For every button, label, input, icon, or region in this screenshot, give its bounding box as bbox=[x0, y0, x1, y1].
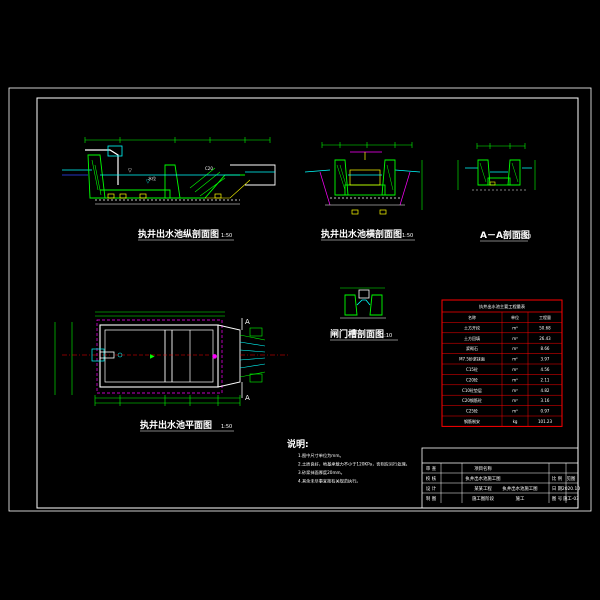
table-cell: 3.97 bbox=[541, 357, 550, 362]
quantity-table-title: 执井出水池主要工程量表 bbox=[479, 303, 526, 310]
title-block-cell: 执井出水池施工图 bbox=[502, 485, 538, 492]
title-block-cell: 设 计 bbox=[426, 485, 437, 492]
svg-text:▽: ▽ bbox=[146, 179, 150, 185]
table-cell: m² bbox=[512, 357, 518, 362]
detail-b-view: 闸门槽剖面图 1:10 bbox=[330, 287, 398, 341]
table-cell: 浆砌石 bbox=[466, 345, 478, 351]
table-cell: 101.23 bbox=[538, 419, 552, 424]
table-cell: 0.97 bbox=[541, 409, 550, 414]
title-block-cell: 执井出水池施工图 bbox=[465, 475, 501, 482]
title-block-cell: 日 期 bbox=[552, 486, 563, 492]
plan-scale: 1:50 bbox=[221, 424, 232, 430]
table-cell: m³ bbox=[512, 336, 518, 341]
svg-text:水位: 水位 bbox=[148, 175, 156, 181]
table-cell: m³ bbox=[512, 346, 518, 351]
title-block-cell: 施工图阶段 bbox=[472, 495, 495, 502]
title-block-cell: 项目名称 bbox=[474, 465, 492, 472]
svg-text:▶: ▶ bbox=[150, 353, 155, 360]
detail-a-scale: 1:20 bbox=[520, 234, 531, 240]
table-cell: 钢筋制安 bbox=[464, 418, 480, 424]
table-cell: 土方回填 bbox=[464, 335, 480, 341]
table-cell: m³ bbox=[512, 325, 518, 330]
svg-text:▽: ▽ bbox=[128, 168, 132, 174]
table-cell: M7.5砂浆抹面 bbox=[459, 356, 485, 362]
table-cell: C25砼 bbox=[466, 408, 478, 414]
table-cell: C20钢筋砼 bbox=[462, 397, 482, 403]
table-cell: 2.11 bbox=[541, 377, 550, 382]
table-cell: 50.68 bbox=[539, 325, 551, 330]
table-cell: C10砼垫层 bbox=[462, 387, 482, 393]
cross-section-title: 执井出水池横剖面图 bbox=[321, 228, 402, 240]
title-block-cell: 施工-03 bbox=[563, 495, 579, 502]
table-cell: C20砼 bbox=[466, 376, 478, 382]
svg-text:C20: C20 bbox=[205, 166, 213, 171]
note-item: 1.图中尺寸单位为mm。 bbox=[298, 452, 344, 459]
notes-heading: 说明: bbox=[287, 438, 309, 450]
drawing-frame bbox=[36, 97, 579, 509]
table-cell: 4.82 bbox=[541, 388, 550, 393]
note-item: 3.砂浆抹面厚度20mm。 bbox=[298, 469, 345, 476]
title-block-cell: 图 号 bbox=[552, 496, 563, 502]
table-header-cell: 单位 bbox=[511, 314, 519, 320]
section-mark-a-top: A bbox=[245, 318, 250, 326]
detail-a-view: A－A剖面图 1:20 bbox=[457, 143, 536, 242]
table-cell: 26.43 bbox=[539, 336, 551, 341]
note-item: 4.其余未尽事宜按有关规范执行。 bbox=[298, 478, 361, 485]
title-block-cell: 施工 bbox=[516, 495, 525, 502]
title-block-cell: 某某工程 bbox=[474, 485, 492, 492]
detail-b-title: 闸门槽剖面图 bbox=[330, 328, 384, 340]
title-block-cell: 比 例 bbox=[552, 475, 563, 482]
table-cell: 8.66 bbox=[541, 346, 550, 351]
table-cell: m³ bbox=[512, 409, 518, 414]
title-block-cell: 校 核 bbox=[426, 475, 437, 482]
note-item: 2.土质良好，地基承载力不小于120KPa，否则应另行处理。 bbox=[298, 461, 410, 468]
plan-view: ▶ ● A A 执井出水池平面图 1:50 bbox=[54, 311, 290, 432]
long-section-title: 执井出水池纵剖面图 bbox=[138, 228, 219, 240]
table-cell: m³ bbox=[512, 388, 518, 393]
sheet-border bbox=[8, 87, 592, 512]
table-cell: m³ bbox=[512, 377, 518, 382]
table-cell: kg bbox=[513, 419, 518, 424]
table-cell: 3.16 bbox=[541, 398, 550, 403]
plan-title: 执井出水池平面图 bbox=[140, 419, 212, 431]
title-block-cell: 审 查 bbox=[426, 465, 437, 472]
table-header-cell: 工程量 bbox=[539, 314, 551, 320]
title-block: 审 查项目名称校 核执井出水池施工图比 例见图设 计某某工程执井出水池施工图日 … bbox=[421, 447, 580, 509]
long-section-scale: 1:50 bbox=[221, 233, 232, 239]
cross-section-scale: 1:50 bbox=[402, 233, 413, 239]
svg-text:●: ● bbox=[212, 353, 217, 360]
detail-b-scale: 1:10 bbox=[381, 333, 392, 339]
notes-block: 说明: 1.图中尺寸单位为mm。 2.土质良好，地基承载力不小于120KPa，否则… bbox=[287, 438, 410, 485]
cross-section-view: 执井出水池横剖面图 1:50 bbox=[304, 142, 423, 241]
table-cell: 土方开挖 bbox=[464, 324, 480, 330]
long-section-view: ▽ ▽ 水位 C20 执井出水池纵剖面图 1:50 bbox=[62, 137, 276, 241]
detail-a-title: A－A剖面图 bbox=[480, 229, 530, 241]
table-cell: C15砼 bbox=[466, 366, 478, 372]
title-block-cell: 见图 bbox=[567, 476, 576, 482]
title-block-cell: 2020.10 bbox=[562, 486, 580, 492]
table-cell: m³ bbox=[512, 367, 518, 372]
title-block-cell: 制 图 bbox=[426, 495, 437, 502]
section-mark-a-bottom: A bbox=[245, 394, 250, 402]
table-cell: m³ bbox=[512, 398, 518, 403]
table-header-cell: 名称 bbox=[468, 314, 476, 320]
table-cell: 4.56 bbox=[541, 367, 550, 372]
